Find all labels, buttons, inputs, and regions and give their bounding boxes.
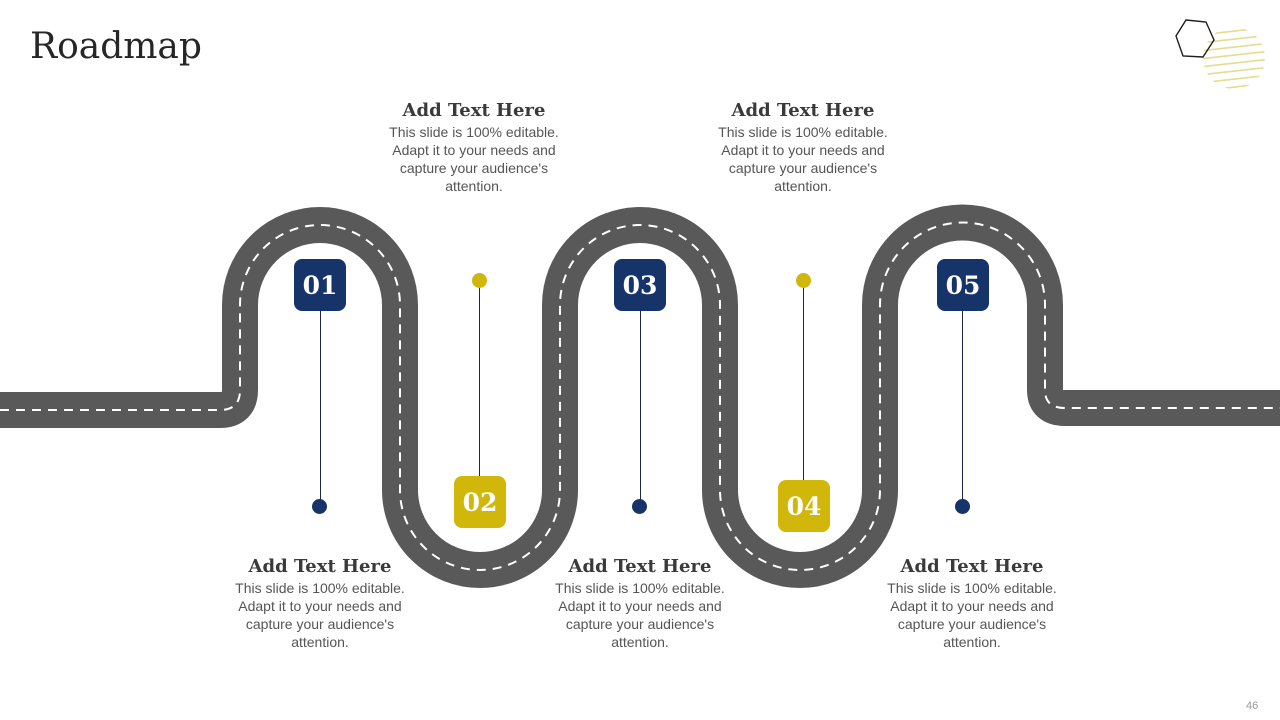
milestone-05-badge: 05	[937, 259, 989, 311]
milestone-03-heading: Add Text Here	[568, 556, 712, 577]
milestone-02-dot	[472, 273, 487, 288]
milestone-05-heading: Add Text Here	[900, 556, 1044, 577]
slide-title: Roadmap	[30, 26, 202, 67]
milestone-04-heading: Add Text Here	[731, 100, 875, 121]
milestone-01-heading: Add Text Here	[248, 556, 392, 577]
milestone-01-body: This slide is 100% editable. Adapt it to…	[235, 580, 405, 650]
milestone-03-dot	[632, 499, 647, 514]
milestone-05-text: Add Text Here This slide is 100% editabl…	[872, 556, 1072, 651]
milestone-03-body: This slide is 100% editable. Adapt it to…	[555, 580, 725, 650]
milestone-01-text: Add Text Here This slide is 100% editabl…	[220, 556, 420, 651]
milestone-03-text: Add Text Here This slide is 100% editabl…	[540, 556, 740, 651]
milestone-04-dot	[796, 273, 811, 288]
hexagon-outline-icon	[1175, 19, 1265, 89]
milestone-01-dot	[312, 499, 327, 514]
milestone-02-body: This slide is 100% editable. Adapt it to…	[389, 124, 559, 194]
milestone-01-connector	[320, 300, 321, 505]
milestone-04-connector	[803, 284, 804, 489]
milestone-02-heading: Add Text Here	[402, 100, 546, 121]
milestone-02-badge: 02	[454, 476, 506, 528]
milestone-04-text: Add Text Here This slide is 100% editabl…	[703, 100, 903, 195]
milestone-03-badge: 03	[614, 259, 666, 311]
page-number: 46	[1246, 700, 1259, 712]
milestone-05-body: This slide is 100% editable. Adapt it to…	[887, 580, 1057, 650]
milestone-02-connector	[479, 284, 480, 484]
milestone-01-badge: 01	[294, 259, 346, 311]
milestone-02-text: Add Text Here This slide is 100% editabl…	[374, 100, 574, 195]
milestone-04-body: This slide is 100% editable. Adapt it to…	[718, 124, 888, 194]
milestone-05-connector	[962, 300, 963, 505]
milestone-03-connector	[640, 300, 641, 505]
milestone-04-badge: 04	[778, 480, 830, 532]
milestone-05-dot	[955, 499, 970, 514]
